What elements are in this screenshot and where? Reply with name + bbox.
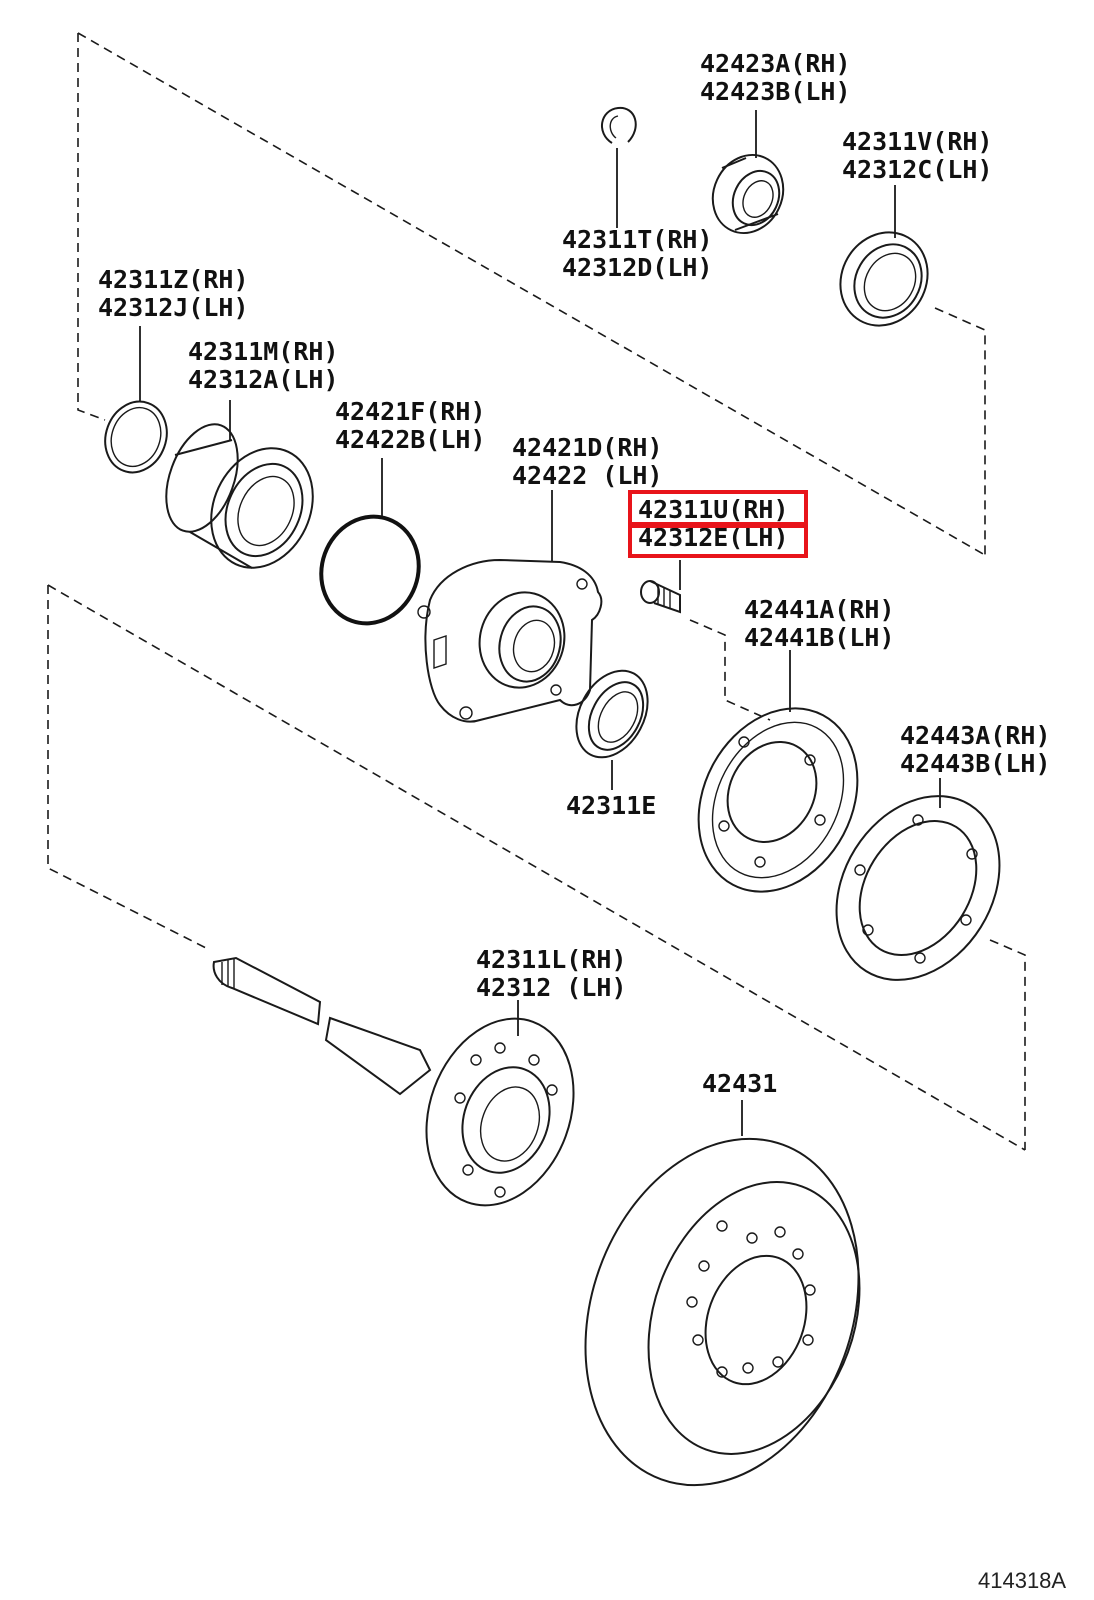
backing-plate-icon	[697, 707, 859, 893]
part-label-42421F: 42421F(RH)42422B(LH)	[335, 398, 486, 454]
part-label-42311V: 42311V(RH)42312C(LH)	[842, 128, 993, 184]
gasket-icon	[835, 795, 1001, 981]
part-label-42311Z: 42311Z(RH)42312J(LH)	[98, 266, 249, 322]
part-number-lh: 42312E(LH)	[638, 523, 789, 552]
part-label-42441: 42441A(RH)42441B(LH)	[744, 596, 895, 652]
part-number-lh: 42422 (LH)	[512, 461, 663, 490]
brake-disc-icon	[584, 1137, 861, 1487]
part-label-42311E: 42311E	[566, 792, 656, 820]
hub-bearing-icon	[165, 423, 314, 569]
part-number-lh: 42312A(LH)	[188, 365, 339, 394]
part-number-rh: 42421F(RH)	[335, 397, 486, 426]
part-number-rh: 42311L(RH)	[476, 945, 627, 974]
bearing-icon	[711, 154, 785, 234]
part-number-rh: 42423A(RH)	[700, 49, 851, 78]
part-number-lh: 42443B(LH)	[900, 749, 1051, 778]
dashed-outline-lower	[47, 584, 1026, 1151]
part-label-42311L: 42311L(RH)42312 (LH)	[476, 946, 627, 1002]
part-number: 42431	[702, 1069, 778, 1098]
ring-icon	[104, 400, 168, 474]
part-number: 42311E	[566, 791, 657, 820]
axle-hub-icon	[417, 558, 603, 723]
part-number-rh: 42311U(RH)	[638, 495, 789, 524]
inner-oil-seal-icon	[575, 669, 649, 759]
axle-shaft-icon	[212, 956, 575, 1207]
part-label-42443: 42443A(RH)42443B(LH)	[900, 722, 1051, 778]
part-number-rh: 42421D(RH)	[512, 433, 663, 462]
part-number-rh: 42311Z(RH)	[98, 265, 249, 294]
hub-bolt-icon	[640, 580, 681, 614]
oil-seal-icon	[839, 231, 929, 327]
part-label-42311T: 42311T(RH)42312D(LH)	[562, 226, 713, 282]
part-number-lh: 42423B(LH)	[700, 77, 851, 106]
part-number-lh: 42312D(LH)	[562, 253, 713, 282]
highlight-box-lh	[628, 524, 808, 558]
part-label-42311U: 42311U(RH)42312E(LH)	[638, 496, 789, 552]
part-label-42431: 42431	[702, 1070, 777, 1098]
part-number-lh: 42312J(LH)	[98, 293, 249, 322]
o-ring-icon	[319, 514, 421, 626]
diagram-id: 414318A	[978, 1568, 1067, 1593]
part-number-rh: 42311V(RH)	[842, 127, 993, 156]
part-number-rh: 42443A(RH)	[900, 721, 1051, 750]
part-number-rh: 42311T(RH)	[562, 225, 713, 254]
part-number-rh: 42441A(RH)	[744, 595, 895, 624]
part-number-lh: 42422B(LH)	[335, 425, 486, 454]
part-label-42421D: 42421D(RH)42422 (LH)	[512, 434, 663, 490]
part-label-42311M: 42311M(RH)42312A(LH)	[188, 338, 339, 394]
highlight-box-rh	[628, 490, 808, 526]
part-label-42423: 42423A(RH)42423B(LH)	[700, 50, 851, 106]
part-number-rh: 42311M(RH)	[188, 337, 339, 366]
snap-ring-icon	[601, 106, 637, 144]
part-number-lh: 42441B(LH)	[744, 623, 895, 652]
part-number-lh: 42312C(LH)	[842, 155, 993, 184]
part-number-lh: 42312 (LH)	[476, 973, 627, 1002]
dashed-outline-upper	[77, 32, 986, 721]
